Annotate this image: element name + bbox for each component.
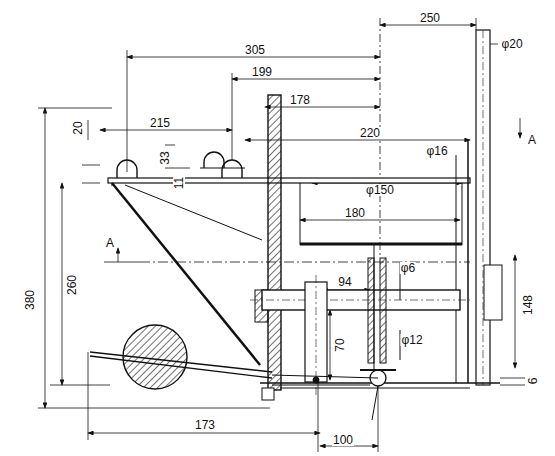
dimension-label: 11 (173, 176, 185, 190)
dimension-label: 33 (159, 150, 171, 165)
dimension-label: 178 (289, 94, 311, 106)
dimension-label: 94 (337, 276, 352, 288)
dimension-label: φ16 (425, 145, 448, 157)
dimension-label: 220 (359, 127, 381, 139)
dimension-label: 70 (334, 337, 346, 352)
dimension-label: 100 (332, 434, 354, 446)
dimension-label: 260 (66, 274, 78, 296)
dimension-label: 305 (244, 44, 266, 56)
dimension-label: 148 (522, 294, 534, 316)
dimension-label: 173 (194, 419, 216, 431)
dimension-label: 199 (251, 66, 273, 78)
dimension-label: 380 (24, 289, 36, 311)
dimension-label: 6 (527, 377, 539, 386)
dimension-label: φ12 (400, 334, 423, 346)
dimension-label: φ150 (365, 184, 395, 196)
dimension-label: φ6 (400, 262, 416, 274)
dimension-label: φ20 (500, 38, 523, 50)
dimension-label: A (105, 237, 115, 249)
dimension-label: 215 (149, 117, 171, 129)
dimension-label: 250 (419, 12, 441, 24)
dimension-label: A (527, 134, 537, 146)
dimension-label: 180 (344, 207, 366, 219)
dimension-label: 20 (72, 120, 84, 135)
